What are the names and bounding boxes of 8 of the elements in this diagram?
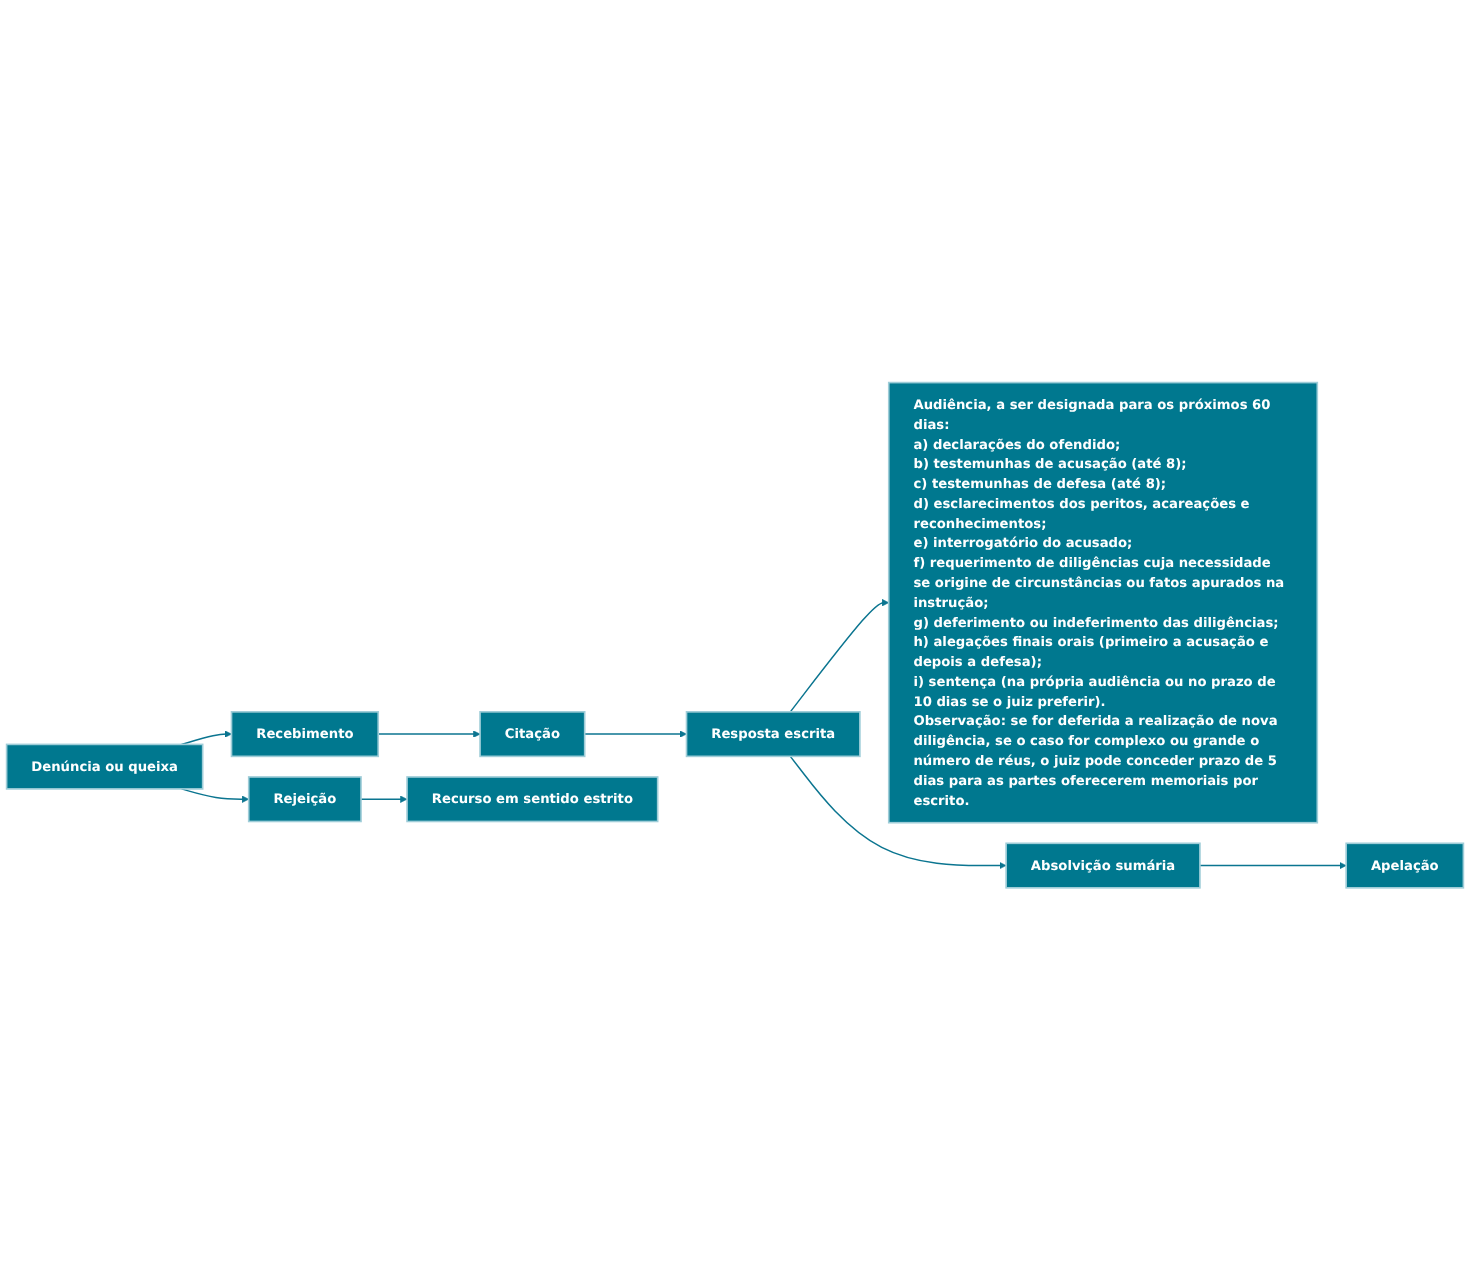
arrow (360, 796, 408, 804)
arrow (1199, 862, 1347, 870)
arrow (789, 599, 890, 714)
arrow (789, 756, 1007, 870)
arrow (377, 731, 481, 739)
arrow (180, 788, 250, 804)
arrow (583, 731, 687, 739)
arrow (180, 731, 232, 746)
